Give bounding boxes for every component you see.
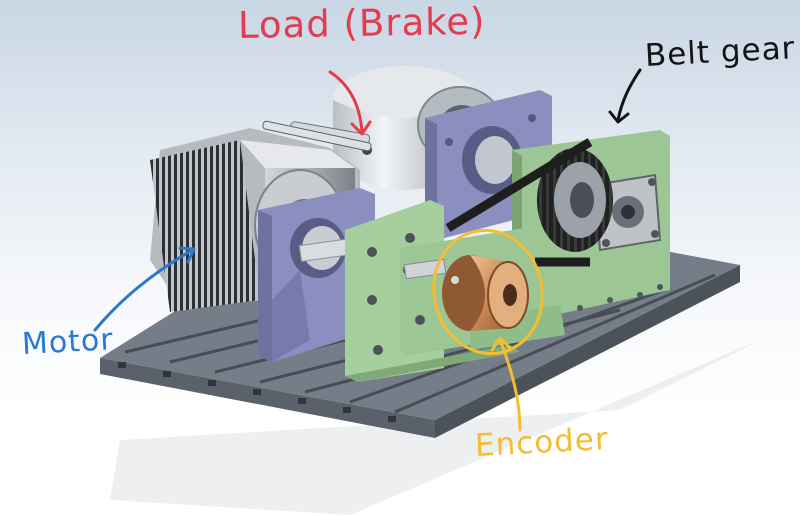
motor-label: Motor bbox=[21, 322, 115, 362]
load-brake-label: Load (Brake) bbox=[237, 0, 486, 47]
motor-arrow bbox=[93, 248, 194, 332]
annotation-arrows bbox=[93, 68, 642, 432]
load-arrow bbox=[328, 70, 364, 134]
encoder-highlight-circle bbox=[432, 228, 544, 356]
encoder-arrow bbox=[498, 338, 522, 432]
belt-gear-pulley bbox=[537, 148, 613, 252]
encoder-label: Encoder bbox=[474, 421, 610, 464]
belt-gear-arrow bbox=[616, 68, 642, 122]
encoder-body bbox=[442, 255, 529, 331]
